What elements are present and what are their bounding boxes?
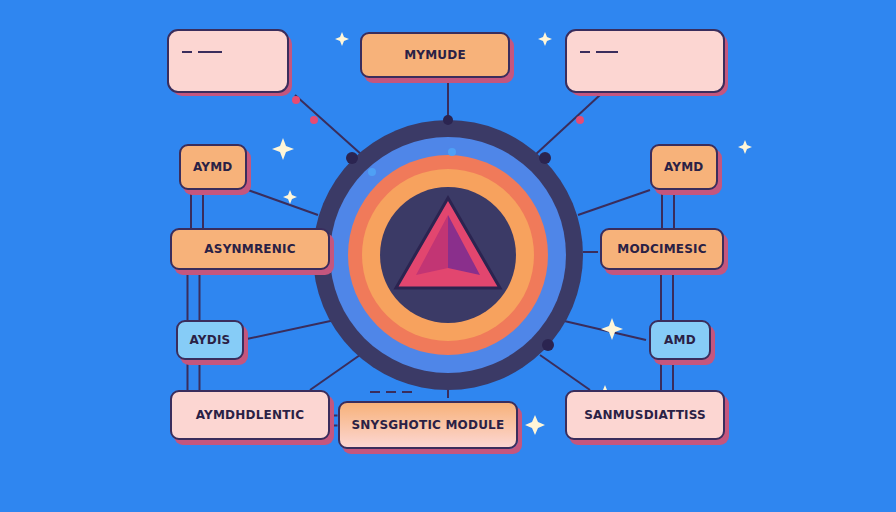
connector	[661, 360, 673, 390]
sparkles	[272, 32, 752, 435]
process-box: AYDIS	[176, 320, 245, 360]
blank-panels	[168, 30, 728, 392]
connector	[662, 190, 674, 228]
process-box: SANMUSDIATTISS	[565, 390, 725, 440]
process-box: AYMD	[650, 144, 718, 190]
process-box: AMD	[649, 320, 711, 360]
box-label: AYMD	[193, 160, 233, 174]
connector	[661, 270, 673, 320]
box-label: AYDIS	[190, 333, 231, 347]
connector	[188, 270, 200, 320]
box-label: AYMDHDLENTIC	[196, 408, 304, 422]
connector	[330, 416, 338, 426]
box-label: ASYNMRENIC	[204, 242, 295, 256]
process-box: MODCIMESIC	[600, 228, 724, 270]
connector	[188, 360, 200, 390]
box-label: SNYSGHOTIC MODULE	[352, 418, 505, 432]
box-label: AYMD	[664, 160, 704, 174]
box-label: MYMUDE	[404, 48, 466, 62]
central-emblem	[292, 96, 584, 390]
process-box: AYMD	[179, 144, 247, 190]
process-box: AYMDHDLENTIC	[170, 390, 330, 440]
box-label: SANMUSDIATTISS	[584, 408, 706, 422]
box-label: MODCIMESIC	[617, 242, 706, 256]
process-box: ASYNMRENIC	[170, 228, 330, 270]
process-box: MYMUDE	[360, 32, 510, 78]
process-box: SNYSGHOTIC MODULE	[338, 401, 519, 449]
connector	[191, 190, 203, 228]
box-label: AMD	[664, 333, 696, 347]
